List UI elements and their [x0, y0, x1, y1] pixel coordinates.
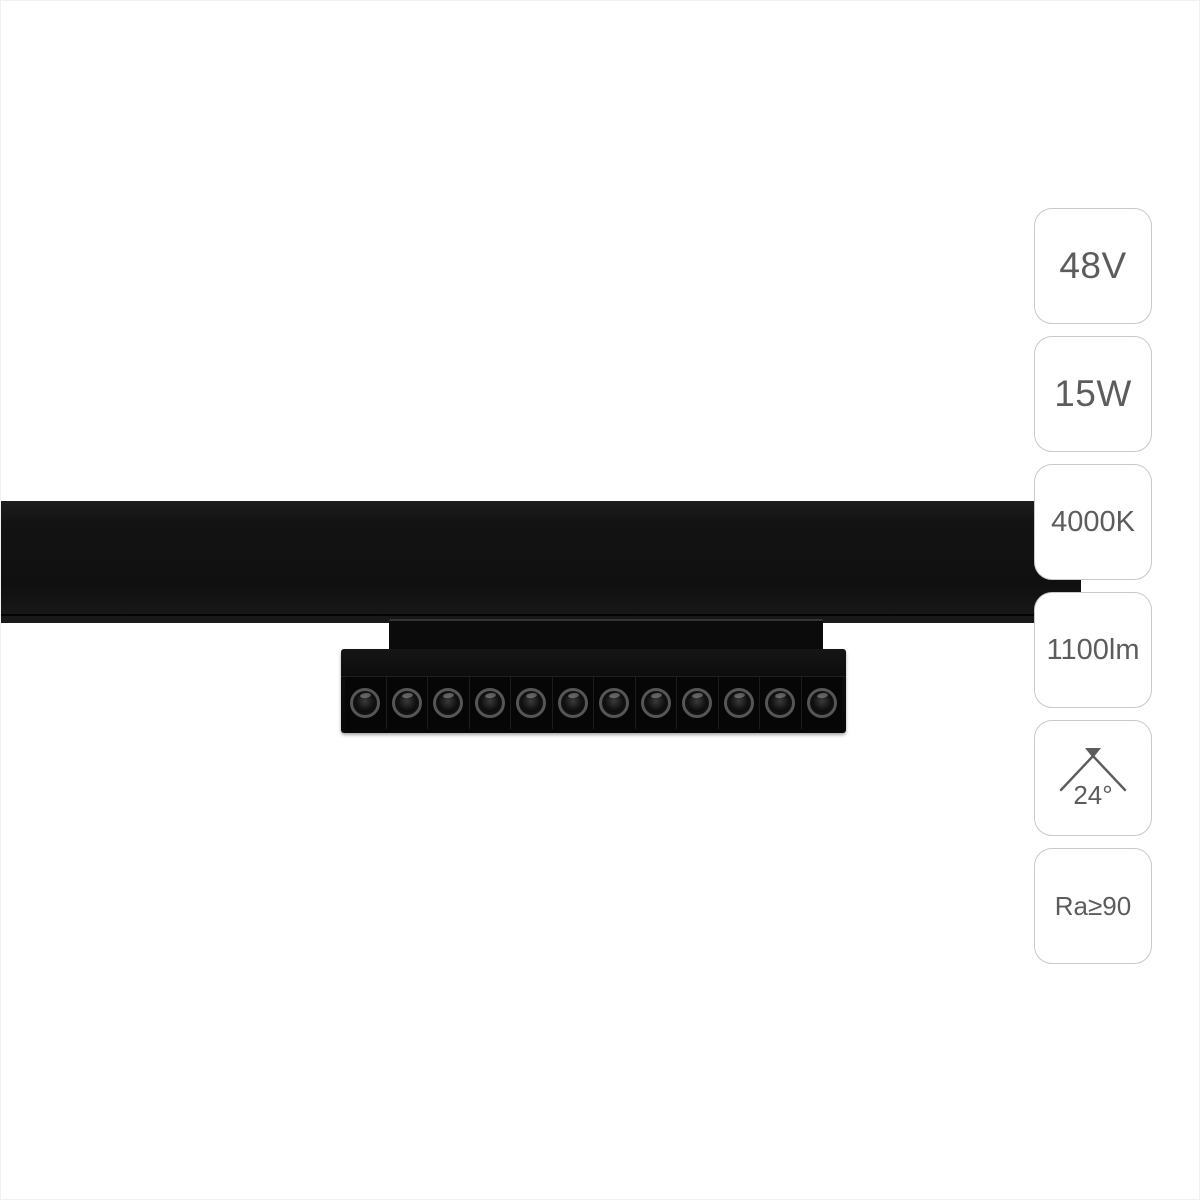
badge-beam-angle: 24° [1034, 720, 1152, 836]
led-lens [806, 688, 837, 718]
led-row [341, 677, 846, 733]
led-cell [510, 677, 552, 729]
led-cell [759, 677, 801, 729]
led-lens [723, 688, 754, 718]
led-cell [385, 677, 427, 729]
led-lens [557, 688, 588, 718]
led-cell [593, 677, 635, 729]
badge-power: 15W [1034, 336, 1152, 452]
led-cell [551, 677, 593, 729]
badge-voltage: 48V [1034, 208, 1152, 324]
led-cell [717, 677, 759, 729]
led-lens [474, 688, 505, 718]
led-fixture [341, 649, 846, 733]
led-lens [350, 688, 381, 718]
led-lens [599, 688, 630, 718]
led-cell [427, 677, 469, 729]
led-lens [516, 688, 547, 718]
led-cell [634, 677, 676, 729]
led-cell [800, 677, 842, 729]
led-lens [640, 688, 671, 718]
badge-power-label: 15W [1054, 373, 1132, 414]
badge-cri-label: Ra≥90 [1054, 890, 1132, 921]
led-lens [433, 688, 464, 718]
led-lens [682, 688, 713, 718]
fixture-front-face [341, 649, 846, 677]
led-cell [468, 677, 510, 729]
badge-voltage-label: 48V [1059, 245, 1127, 286]
fixture-adapter [389, 619, 823, 653]
badge-color-temperature-label: 4000K [1051, 505, 1135, 538]
led-cell [345, 677, 386, 729]
badge-luminous-flux: 1100lm [1034, 592, 1152, 708]
led-lens [765, 688, 796, 718]
beam-angle-icon [1059, 747, 1127, 791]
badge-cri: Ra≥90 [1034, 848, 1152, 964]
badge-luminous-flux-label: 1100lm [1046, 633, 1140, 666]
badge-color-temperature: 4000K [1034, 464, 1152, 580]
spec-badge-column: 48V 15W 4000K 1100lm 24° Ra≥90 [1034, 208, 1152, 964]
led-cell [676, 677, 718, 729]
badge-beam-angle-label: 24° [1073, 779, 1113, 810]
track-rail [1, 501, 1081, 623]
led-lens [391, 688, 422, 718]
